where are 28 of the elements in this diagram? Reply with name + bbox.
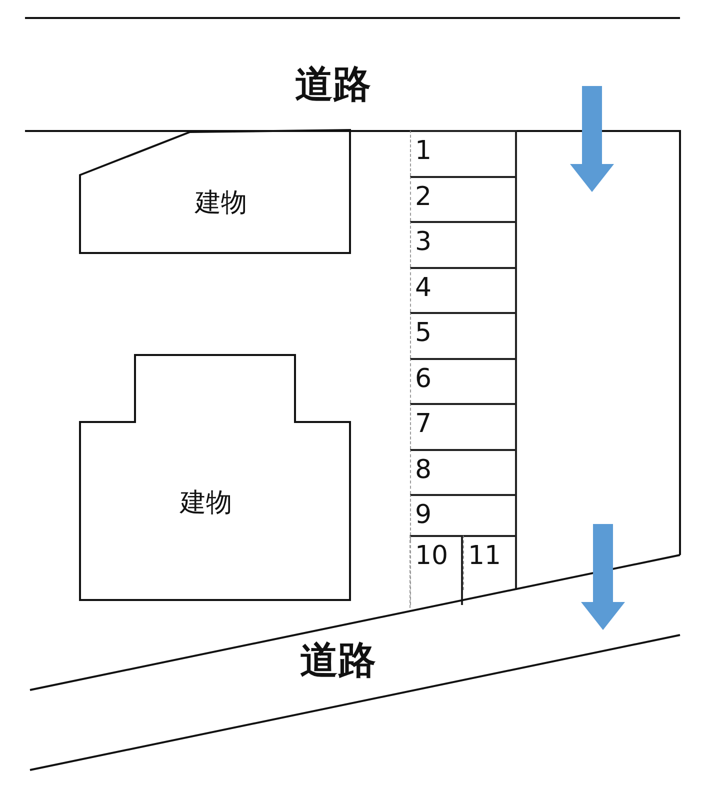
parking-space	[463, 535, 517, 590]
building-outline	[80, 355, 350, 601]
parking-space	[410, 494, 517, 540]
building-outline	[80, 130, 350, 254]
space-number: 11	[468, 541, 502, 571]
space-number: 1	[415, 136, 432, 166]
building-label: 建物	[195, 187, 247, 220]
parking-space	[410, 266, 517, 312]
parking-space	[410, 448, 517, 494]
parking-space	[410, 221, 517, 266]
parking-space	[410, 176, 517, 221]
building-label: 建物	[180, 487, 232, 520]
space-number: 8	[415, 454, 432, 484]
space-number: 7	[415, 409, 432, 439]
space-number: 10	[415, 541, 448, 571]
road-label: 道路	[295, 61, 371, 108]
parking-space	[410, 403, 517, 448]
road-label: 道路	[300, 637, 376, 684]
space-number: 2	[415, 182, 432, 212]
space-number: 6	[415, 364, 432, 394]
space-number: 3	[415, 227, 432, 257]
parking-space	[410, 312, 517, 358]
space-number: 5	[415, 318, 432, 348]
space-number: 9	[415, 500, 432, 530]
parking-space	[410, 130, 517, 176]
parking-space	[410, 535, 463, 605]
parking-space	[410, 358, 517, 403]
space-number: 4	[415, 272, 432, 302]
